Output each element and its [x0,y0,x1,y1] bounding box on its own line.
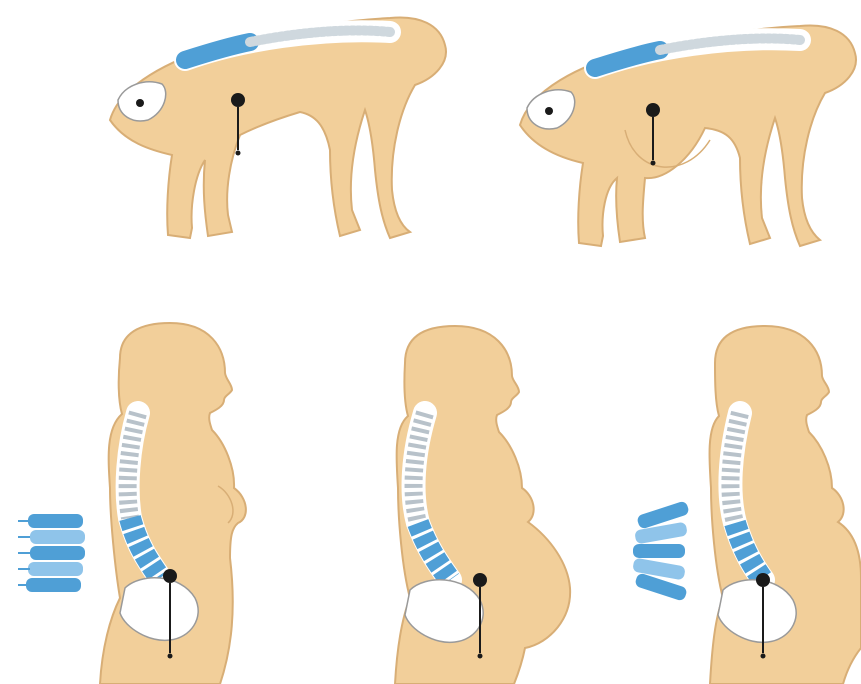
vertebra-detail [18,514,85,592]
quadruped-figure-pregnant [505,10,861,255]
vertebra-detail [632,500,690,601]
upright-figure-normal [10,318,270,684]
quadruped-body [110,17,446,238]
quadruped-body [520,25,856,246]
quadruped-figure-normal [90,0,460,250]
upright-figure-pregnant-adapted [615,318,861,684]
upright-figure-pregnant [300,318,590,684]
